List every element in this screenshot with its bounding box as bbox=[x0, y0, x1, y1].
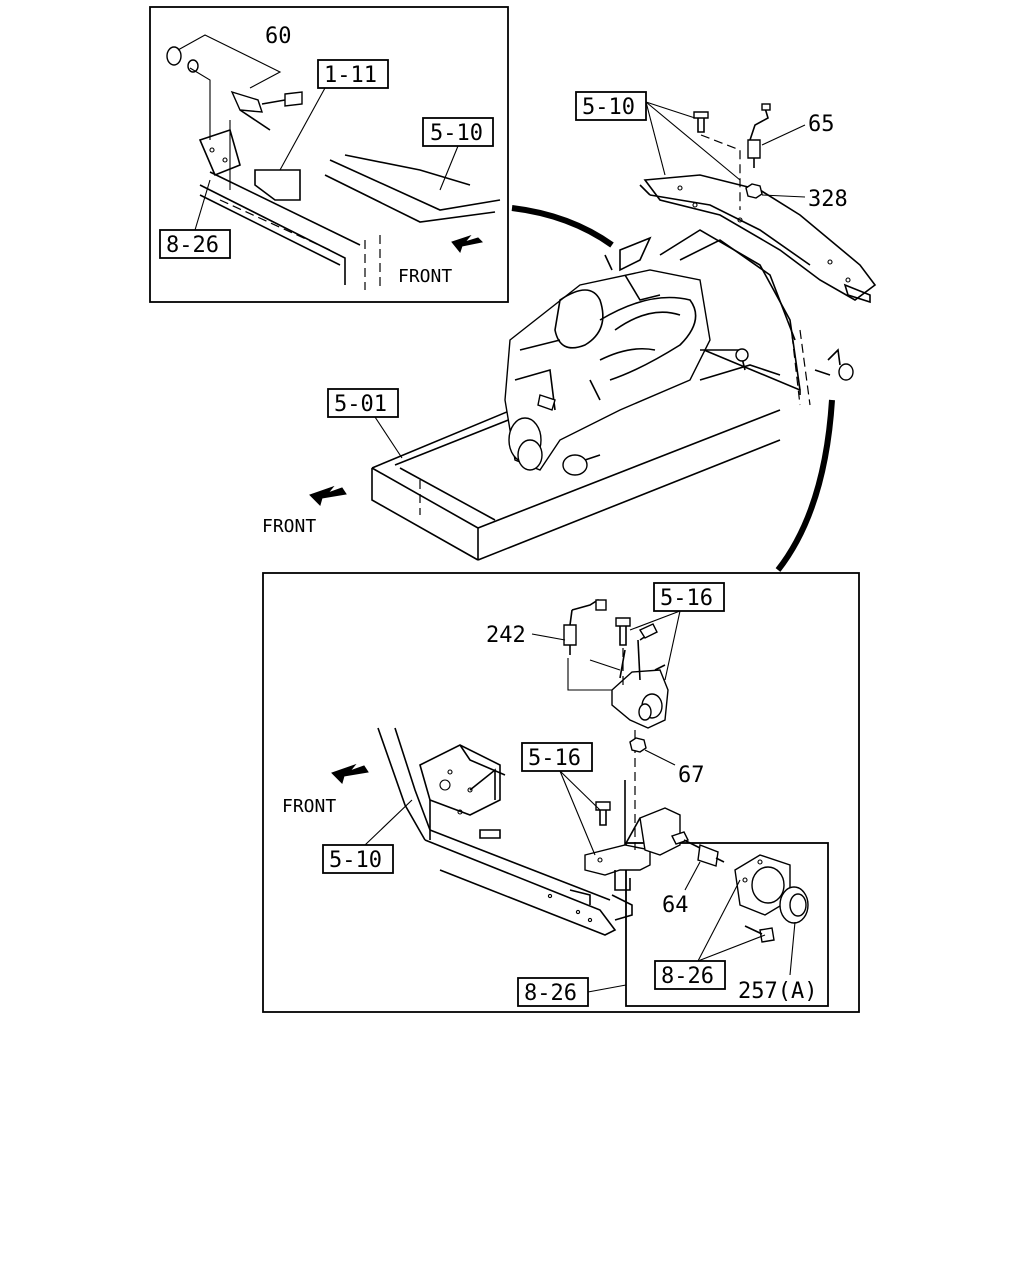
callout-67: 67 bbox=[678, 763, 705, 788]
part-64-switch bbox=[671, 831, 725, 867]
callout-64: 64 bbox=[662, 893, 689, 918]
part-67-nut bbox=[629, 737, 647, 753]
main-view: 65 328 5-10 5-01 FRONT bbox=[262, 91, 877, 561]
svg-text:FRONT: FRONT bbox=[282, 796, 336, 817]
svg-text:1-11: 1-11 bbox=[324, 63, 377, 88]
connector-bottom bbox=[775, 399, 835, 572]
bolt-top bbox=[693, 111, 709, 133]
svg-text:FRONT: FRONT bbox=[262, 516, 316, 537]
ref-box-8-26-outer: 8-26 bbox=[517, 977, 589, 1007]
svg-text:5-01: 5-01 bbox=[334, 392, 387, 417]
bottom-inset: 242 67 64 257(A) bbox=[262, 572, 860, 1013]
front-arrow-main: FRONT bbox=[262, 485, 347, 537]
bolt-mid bbox=[595, 801, 611, 826]
svg-text:5-10: 5-10 bbox=[329, 848, 382, 873]
top-inset-frame bbox=[149, 6, 509, 303]
ref-box-8-26-top: 8-26 bbox=[159, 229, 231, 259]
ref-box-5-01: 5-01 bbox=[327, 388, 399, 418]
svg-text:5-16: 5-16 bbox=[528, 746, 581, 771]
part-242-sensor bbox=[563, 599, 607, 655]
rail-sensor bbox=[814, 348, 854, 381]
bottom-inset-subframe bbox=[625, 842, 829, 1007]
svg-text:8-26: 8-26 bbox=[166, 233, 219, 258]
part-328-nut bbox=[745, 183, 763, 199]
top-inset: 60 1-11 5-10 8-26 FRONT bbox=[149, 6, 509, 303]
part-65-switch bbox=[747, 103, 771, 168]
callout-60: 60 bbox=[265, 24, 292, 49]
callout-242: 242 bbox=[486, 623, 526, 648]
connector-top bbox=[511, 205, 614, 248]
engine bbox=[504, 269, 781, 476]
part-257-cap bbox=[734, 854, 809, 943]
svg-text:8-26: 8-26 bbox=[661, 964, 714, 989]
ref-box-5-10-main: 5-10 bbox=[575, 91, 647, 121]
svg-text:5-16: 5-16 bbox=[660, 586, 713, 611]
front-arrow-top: FRONT bbox=[398, 234, 484, 287]
front-arrow-bottom: FRONT bbox=[282, 763, 369, 817]
ref-box-8-26-inner: 8-26 bbox=[654, 960, 726, 990]
ref-box-5-10-top: 5-10 bbox=[422, 117, 494, 147]
svg-text:8-26: 8-26 bbox=[524, 981, 577, 1006]
bolt-upper bbox=[615, 617, 631, 646]
svg-text:FRONT: FRONT bbox=[398, 266, 452, 287]
ref-box-5-10-bottom: 5-10 bbox=[322, 844, 394, 874]
ref-box-5-16-top: 5-16 bbox=[653, 582, 725, 612]
svg-text:5-10: 5-10 bbox=[430, 121, 483, 146]
callout-257: 257(A) bbox=[738, 979, 817, 1004]
svg-text:5-10: 5-10 bbox=[582, 95, 635, 120]
ref-box-5-16-mid: 5-16 bbox=[521, 742, 593, 772]
part-60-sensor bbox=[166, 46, 303, 131]
ref-box-1-11: 1-11 bbox=[317, 59, 389, 89]
callout-65: 65 bbox=[808, 112, 835, 137]
bottom-inset-frame bbox=[262, 572, 860, 1013]
callout-328: 328 bbox=[808, 187, 848, 212]
